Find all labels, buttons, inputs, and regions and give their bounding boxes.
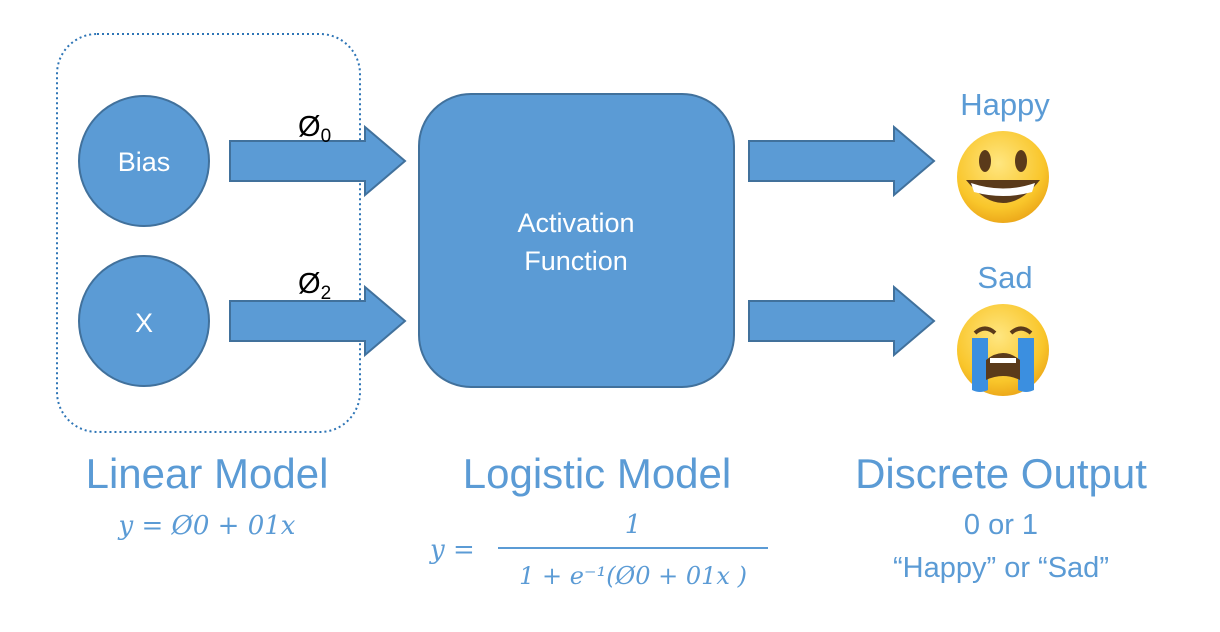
x-circle bbox=[78, 255, 210, 387]
linear-formula: y = Ø0 + 01x bbox=[118, 511, 296, 541]
bias-node: Bias bbox=[78, 95, 210, 227]
grinning-face-icon bbox=[957, 131, 1049, 223]
crying-face-icon bbox=[957, 304, 1049, 396]
weight-0-label: Ø0 bbox=[298, 111, 331, 147]
activation-rect bbox=[418, 93, 735, 388]
x-label: X bbox=[135, 308, 153, 338]
activation-function-box: Activation Function bbox=[418, 93, 735, 388]
happy-arrow bbox=[748, 124, 936, 198]
activation-label-line2: Function bbox=[524, 246, 628, 276]
bias-arrow bbox=[229, 124, 407, 198]
discrete-output-labels: “Happy” or “Sad” bbox=[893, 552, 1109, 584]
logistic-model-title: Logistic Model bbox=[463, 450, 731, 497]
discrete-output-title: Discrete Output bbox=[855, 450, 1147, 497]
linear-model-title: Linear Model bbox=[86, 450, 329, 497]
discrete-output-values: 0 or 1 bbox=[964, 509, 1038, 541]
weight-2-label: Ø2 bbox=[298, 268, 331, 304]
linear-model-group-box bbox=[56, 33, 361, 433]
x-arrow bbox=[229, 284, 407, 358]
activation-label-line1: Activation bbox=[517, 208, 634, 238]
sad-arrow bbox=[748, 284, 936, 358]
logistic-formula-denominator: 1 + e⁻¹(Ø0 + 01x ) bbox=[519, 562, 747, 590]
logistic-formula-numerator: 1 bbox=[625, 510, 642, 540]
happy-label: Happy bbox=[960, 87, 1050, 122]
logistic-formula-lhs: y = bbox=[429, 535, 475, 565]
bias-circle bbox=[78, 95, 210, 227]
bias-label: Bias bbox=[118, 147, 171, 177]
x-node: X bbox=[78, 255, 210, 387]
sad-label: Sad bbox=[977, 260, 1032, 295]
